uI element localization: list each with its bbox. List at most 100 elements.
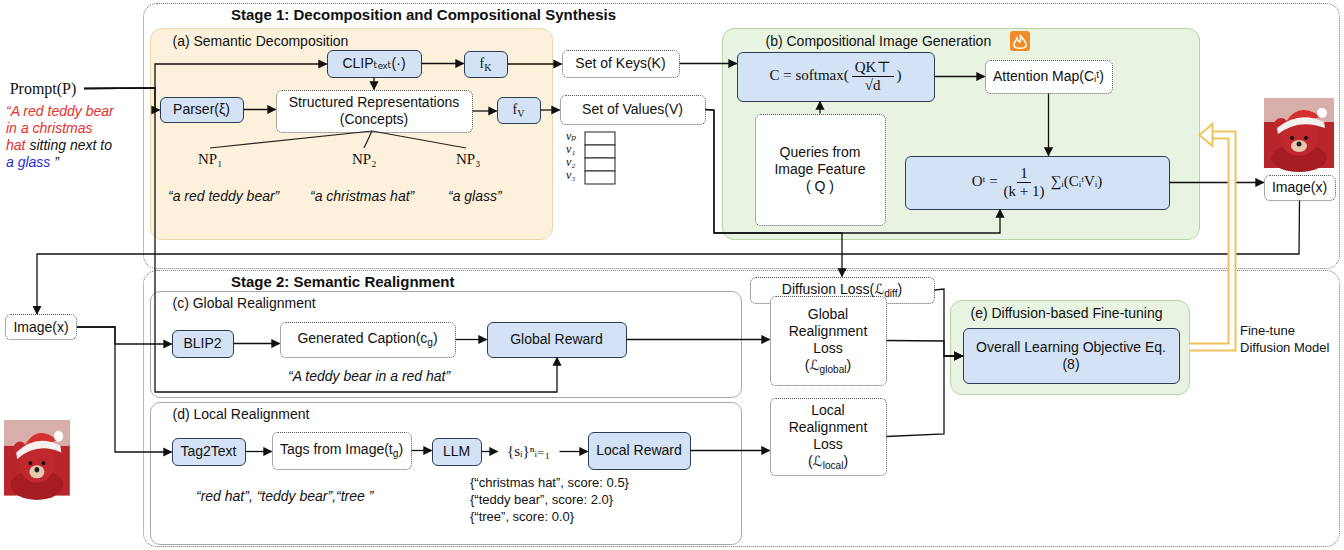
- text-line: Oᵗ =1(k + 1)∑ᵢ(CᵢᵗVᵢ): [972, 165, 1103, 200]
- data-box: Queries from Image Feature( Q ): [755, 114, 886, 226]
- box-text: Overall Learning Objective Eq.(8): [976, 339, 1166, 372]
- annotation-text: v₁: [566, 142, 576, 156]
- flow-arrow: [422, 63, 464, 64]
- fraction-denominator: (k + 1): [1001, 183, 1048, 200]
- panel-title: Stage 1: Decomposition and Compositional…: [231, 6, 616, 23]
- box-content: Local Realignment Loss(ℒlocal): [776, 402, 881, 471]
- annotation-text: vₚ: [566, 130, 576, 143]
- box-text: Global Reward: [510, 331, 603, 347]
- flow-arrow: [412, 450, 432, 451]
- box-content: Oᵗ =1(k + 1)∑ᵢ(CᵢᵗVᵢ): [972, 165, 1103, 200]
- box-text: Queries from Image Feature: [774, 144, 865, 177]
- annotation-text: v₁: [566, 143, 576, 156]
- stage-panel: Stage 2: Semantic RealignmentDiffusion L…: [143, 270, 1340, 547]
- text-line: (ℒglobal): [805, 357, 851, 375]
- fraction: 1(k + 1): [1001, 165, 1048, 200]
- box-text: ): [843, 453, 848, 469]
- text-line: Local Realignment Loss: [776, 402, 881, 453]
- box-content: Global Realignment Loss(ℒglobal): [776, 306, 881, 375]
- flow-arrow: [691, 450, 770, 451]
- text-line: Structured Representations (Concepts): [282, 94, 467, 128]
- box-text: Image(x): [1272, 179, 1327, 195]
- annotation-text: v₂: [566, 155, 576, 169]
- flow-arrow: [1048, 94, 1049, 156]
- annotation-text: “a christmas hat”: [310, 188, 414, 204]
- text-line: Prompt(P): [10, 80, 77, 97]
- box-content: LLM: [443, 443, 470, 460]
- subscript-text: g: [393, 448, 399, 459]
- data-box: Set of Values(V): [560, 95, 706, 125]
- annotation-text: {“tree”, score: 0.0}: [470, 509, 574, 524]
- flow-arrow: [373, 78, 374, 90]
- feedback-arrow-outline: [1190, 135, 1233, 347]
- annotation-text: NP₁: [198, 151, 222, 167]
- model-box: LLM: [432, 438, 482, 466]
- annotation-text: “red hat”, “teddy bear”,“tree ”: [196, 488, 373, 505]
- annotation-text: “a glass”: [448, 188, 502, 204]
- box-text: Local Reward: [596, 442, 682, 458]
- box-text: CLIPₜₑₓₜ(·): [342, 55, 405, 71]
- box-text: ): [897, 67, 902, 83]
- flow-arrow: [706, 110, 1001, 234]
- box-content: C = softmax(QK⊤√d): [769, 59, 901, 94]
- annotation-text: NP₂: [352, 151, 376, 168]
- box-content: Queries from Image Feature( Q ): [761, 144, 880, 195]
- flow-arrow: [456, 339, 487, 340]
- flow-arrow: [77, 327, 172, 344]
- formula-box: C = softmax(QK⊤√d): [737, 52, 935, 102]
- box-content: CLIPₜₑₓₜ(·): [342, 55, 405, 72]
- model-box: Tag2Text: [172, 438, 246, 466]
- panel-heading: Stage 1: Decomposition and Compositional…: [231, 6, 616, 23]
- image-box: Image(x): [1264, 175, 1336, 201]
- data-box: Set of Keys(K): [562, 50, 680, 78]
- fraction-numerator: QK⊤: [852, 59, 894, 77]
- annotation-text: “a red teddy bear”: [168, 188, 279, 204]
- module-panel: (b) Compositional Image Generation C = so…: [722, 28, 1200, 240]
- text-line: Overall Learning Objective Eq.(8): [969, 339, 1174, 373]
- text-line: (ℒlocal): [808, 453, 848, 471]
- flow-arrow: [234, 343, 280, 344]
- box-text: ( Q ): [806, 178, 834, 194]
- data-box: Tags from Image(tg): [272, 432, 412, 470]
- annotation-text: {“tree”, score: 0.0}: [470, 508, 574, 525]
- flow-arrow: [819, 102, 820, 114]
- box-content: Set of Keys(K): [575, 55, 665, 72]
- box-text: C = softmax(: [769, 67, 848, 83]
- text-line: {sᵢ}ⁿᵢ₌₁: [507, 443, 550, 460]
- panel-title: (e) Diffusion-based Fine-tuning: [971, 305, 1163, 321]
- flow-arrow: [560, 451, 588, 452]
- teddy-image: [4, 420, 70, 500]
- fraction-numerator: 1: [1017, 165, 1031, 183]
- annotation-text: “a christmas hat”: [310, 188, 414, 205]
- annotation-text: {“christmas hat”, score: 0.5}: [470, 475, 629, 490]
- panel-heading: (b) Compositional Image Generation: [766, 33, 992, 50]
- objective-box: Overall Learning Objective Eq.(8): [963, 328, 1180, 384]
- annotation-text: “A teddy bear in a red hat”: [288, 368, 450, 385]
- text-line: Queries from Image Feature: [761, 144, 880, 178]
- annotation-text: hat: [6, 137, 25, 154]
- flow-arrow: [482, 451, 498, 452]
- box-content: Local Reward: [596, 442, 682, 459]
- box-text: (ℒ: [808, 453, 823, 469]
- flow-arrow: [473, 110, 497, 111]
- formula-box: Oᵗ =1(k + 1)∑ᵢ(CᵢᵗVᵢ): [905, 156, 1170, 210]
- projection-box: fK: [464, 51, 508, 78]
- box-text: Set of Values(V): [582, 101, 683, 117]
- flow-arrow: [627, 339, 770, 340]
- annotation-text: sitting next to: [29, 137, 112, 153]
- annotation-text: sitting next to: [29, 137, 112, 154]
- teddy-image: [1264, 98, 1334, 172]
- data-box: Generated Caption(cg): [280, 322, 456, 358]
- annotation-text: Fine-tune Diffusion Model: [1240, 322, 1340, 356]
- image-box: Image(x): [5, 314, 77, 340]
- box-content: BLIP2: [183, 335, 221, 352]
- text-line: ( Q ): [806, 178, 834, 195]
- annotation-text: {“teddy bear”, score: 2.0}: [470, 492, 613, 507]
- text-line: Tags from Image(tg): [280, 441, 403, 459]
- box-text: ): [846, 357, 851, 373]
- box-content: Attention Map(Cᵢᵗ): [993, 68, 1104, 85]
- box-content: Structured Representations (Concepts): [282, 94, 467, 128]
- box-content: Global Reward: [510, 331, 603, 348]
- annotation-text: a christmas: [21, 120, 93, 137]
- annotation-text: a glass: [6, 154, 50, 171]
